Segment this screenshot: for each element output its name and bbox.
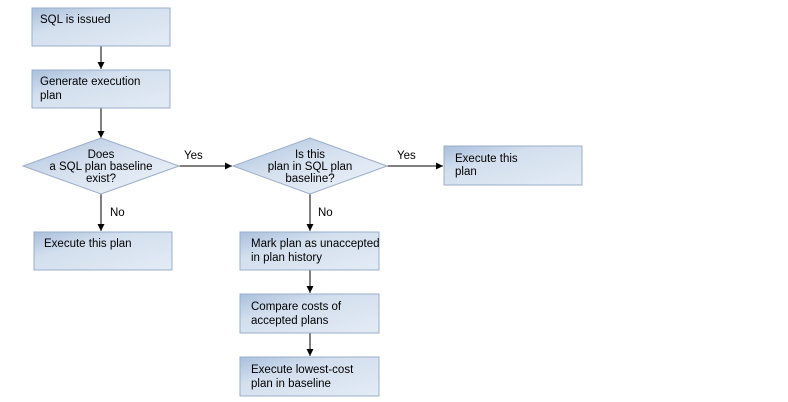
node-generate-plan-text-2: plan — [40, 90, 62, 102]
edge-label-no-1: No — [110, 207, 125, 219]
edge-label-yes-2: Yes — [397, 150, 416, 162]
node-execute-lowest: Execute lowest-cost plan in baseline — [239, 356, 380, 397]
node-mark-unaccepted: Mark plan as unaccepted in plan history — [239, 231, 380, 271]
node-compare-costs-text-2: accepted plans — [251, 315, 329, 327]
node-execute-lowest-text-1: Execute lowest-cost — [251, 364, 354, 376]
decision-plan-in-baseline-text-2: plan in SQL plan — [268, 161, 353, 173]
edge-label-no-2: No — [318, 207, 333, 219]
edge-label-yes-1: Yes — [184, 150, 203, 162]
node-compare-costs-text-1: Compare costs of — [251, 301, 342, 313]
decision-baseline-exists-text-2: a SQL plan baseline — [49, 161, 152, 173]
connectors — [97, 46, 443, 356]
node-execute-plan-right-text-1: Execute this — [455, 153, 518, 165]
decision-plan-in-baseline-text-3: baseline? — [285, 173, 334, 185]
decision-plan-in-baseline-text-1: Is this — [295, 149, 325, 161]
node-mark-unaccepted-text-1: Mark plan as unaccepted — [251, 238, 380, 250]
decision-baseline-exists: Does a SQL plan baseline exist? — [21, 137, 181, 195]
node-execute-plan-right: Execute this plan — [443, 145, 583, 186]
node-execute-plan-left: Execute this plan — [33, 231, 173, 271]
node-execute-plan-left-text: Execute this plan — [44, 238, 132, 250]
node-mark-unaccepted-text-2: in plan history — [251, 252, 322, 264]
node-execute-lowest-text-2: plan in baseline — [251, 378, 331, 390]
node-sql-issued-text: SQL is issued — [40, 14, 111, 26]
decision-baseline-exists-text-3: exist? — [86, 173, 116, 185]
node-generate-plan: Generate execution plan — [31, 69, 171, 109]
node-sql-issued: SQL is issued — [31, 7, 171, 47]
decision-baseline-exists-text-1: Does — [88, 149, 115, 161]
decision-plan-in-baseline: Is this plan in SQL plan baseline? — [231, 137, 389, 195]
node-generate-plan-text-1: Generate execution — [40, 76, 140, 88]
node-execute-plan-right-text-2: plan — [455, 166, 477, 178]
node-compare-costs: Compare costs of accepted plans — [239, 293, 380, 334]
